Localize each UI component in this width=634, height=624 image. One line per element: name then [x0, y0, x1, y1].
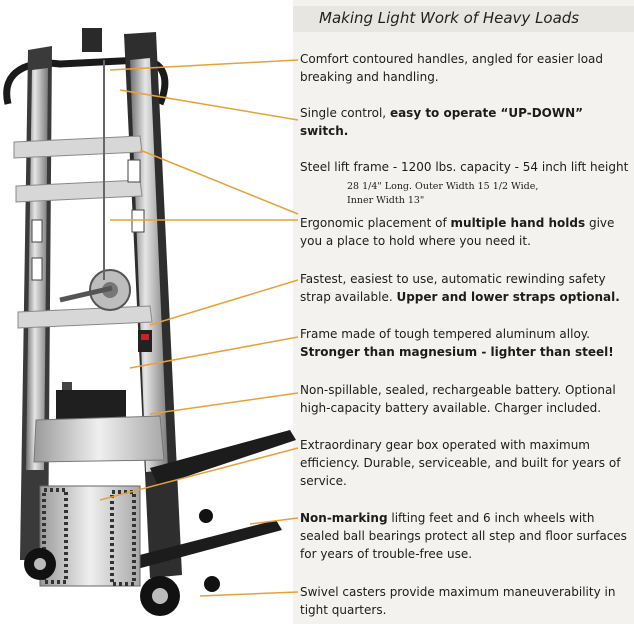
- dimensions-line-1: 28 1/4" Long. Outer Width 15 1/2 Wide,: [347, 181, 539, 192]
- feature-emphasis: Stronger than magnesium - lighter than s…: [300, 345, 614, 359]
- features-panel: [293, 0, 634, 624]
- feature-lift-frame: Steel lift frame - 1200 lbs. capacity - …: [300, 158, 630, 176]
- title-band: [293, 6, 634, 32]
- feature-handles: Comfort contoured handles, angled for ea…: [300, 50, 630, 86]
- feature-casters: Swivel casters provide maximum maneuvera…: [300, 583, 630, 619]
- feature-text: Comfort contoured handles, angled for ea…: [300, 52, 604, 84]
- feature-text: Frame made of tough tempered aluminum al…: [300, 327, 590, 341]
- feature-aluminum-frame: Frame made of tough tempered aluminum al…: [300, 325, 630, 361]
- feature-text: Extraordinary gear box operated with max…: [300, 438, 621, 488]
- feature-emphasis: easy to operate “UP-DOWN” switch.: [300, 106, 584, 138]
- page-title: Making Light Work of Heavy Loads: [319, 9, 580, 27]
- dimensions-line-2: Inner Width 13": [347, 195, 425, 206]
- feature-lifting-feet: Non-marking lifting feet and 6 inch whee…: [300, 509, 630, 563]
- feature-text: Non-spillable, sealed, rechargeable batt…: [300, 383, 616, 415]
- feature-emphasis: multiple hand holds: [450, 216, 586, 230]
- feature-text: Fastest, easiest to use, automatic rewin…: [300, 272, 606, 304]
- feature-text: lifting feet and 6 inch wheels with seal…: [300, 511, 627, 561]
- feature-text: give you a place to hold where you need …: [300, 216, 615, 248]
- feature-safety-strap: Fastest, easiest to use, automatic rewin…: [300, 270, 630, 306]
- feature-hand-holds: Ergonomic placement of multiple hand hol…: [300, 214, 630, 250]
- feature-text: Steel lift frame - 1200 lbs. capacity - …: [300, 160, 629, 174]
- feature-text: Ergonomic placement of: [300, 216, 451, 230]
- feature-emphasis: Upper and lower straps optional.: [396, 290, 620, 304]
- feature-battery: Non-spillable, sealed, rechargeable batt…: [300, 381, 630, 417]
- feature-text: Swivel casters provide maximum maneuvera…: [300, 585, 616, 617]
- feature-gear-box: Extraordinary gear box operated with max…: [300, 436, 630, 490]
- feature-text: Single control,: [300, 106, 390, 120]
- feature-control-switch: Single control, easy to operate “UP-DOWN…: [300, 104, 630, 140]
- feature-emphasis: Non-marking: [300, 511, 388, 525]
